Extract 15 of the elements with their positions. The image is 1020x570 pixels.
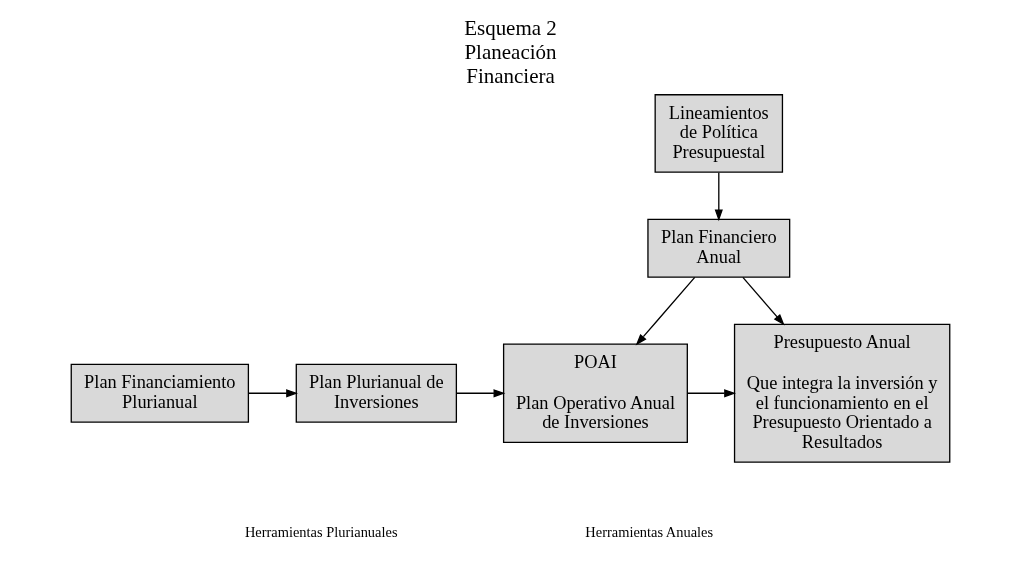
node-box: Plan Plurianual de Inversiones — [295, 363, 457, 423]
label: Herramientas Anuales — [584, 523, 713, 540]
arrow — [686, 389, 736, 398]
arrow — [455, 389, 505, 398]
node-box: Lineamientos de Política Presupuestal — [654, 94, 783, 173]
label: Herramientas Plurianuales — [244, 523, 398, 540]
node-box: Plan Financiamiento Plurianual — [70, 363, 249, 423]
diagram-title: Esquema 2 Planeación Financiera — [463, 16, 557, 88]
node-box: POAI Plan Operativo Anual de Inversiones — [502, 343, 688, 444]
arrow — [635, 276, 695, 346]
arrow — [714, 172, 723, 222]
arrow — [741, 276, 785, 326]
node-box: Plan Financiero Anual — [646, 218, 790, 278]
arrow — [247, 389, 298, 398]
node-box: Presupuesto Anual Que integra la inversión y el funcionamiento en el Presupuesto Orientado a Resultados — [733, 323, 950, 463]
